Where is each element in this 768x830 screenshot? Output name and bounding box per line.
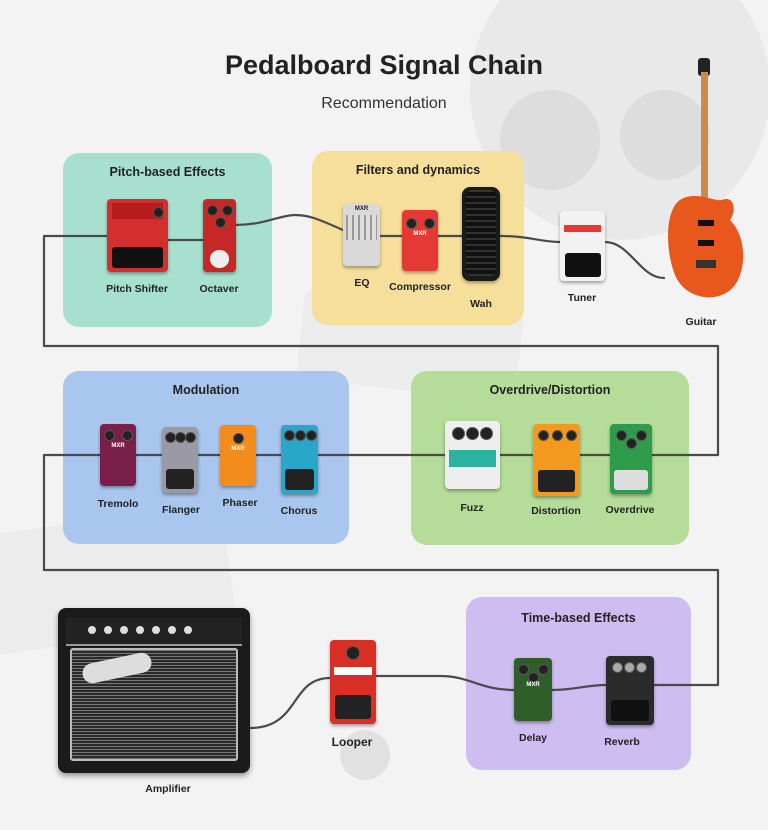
- octaver-pedal: [203, 199, 236, 272]
- compressor-pedal: MXR: [402, 210, 438, 271]
- distortion-label: Distortion: [531, 505, 581, 517]
- amplifier-image: [58, 608, 250, 773]
- flanger-pedal: [162, 427, 198, 493]
- octaver-label: Octaver: [199, 283, 239, 295]
- chorus-label: Chorus: [280, 505, 318, 517]
- tuner-pedal: [560, 211, 605, 281]
- pitch-shifter-pedal: [107, 199, 168, 272]
- fuzz-pedal: [445, 421, 500, 489]
- overdrive-pedal: [610, 424, 652, 494]
- reverb-label: Reverb: [604, 736, 640, 748]
- cable-guitar-tuner: [603, 240, 666, 280]
- tuner-label: Tuner: [567, 292, 597, 304]
- page-subtitle: Recommendation: [321, 95, 447, 112]
- looper-pedal: [330, 640, 376, 724]
- flanger-label: Flanger: [162, 504, 200, 516]
- tremolo-pedal: MXR: [100, 424, 136, 486]
- phaser-label: Phaser: [222, 497, 258, 509]
- reverb-pedal: [606, 656, 654, 725]
- cable-pitch-loop: [42, 234, 720, 457]
- group-pitch-title: Pitch-based Effects: [109, 165, 226, 179]
- phaser-pedal: MXR: [220, 425, 256, 486]
- page-title: Pedalboard Signal Chain: [224, 50, 544, 80]
- cable-tremolo-loop: [42, 453, 720, 687]
- delay-pedal: MXR: [514, 658, 552, 721]
- amplifier-label: Amplifier: [145, 783, 191, 795]
- wah-label: Wah: [470, 298, 492, 310]
- cable-tuner-wah: [498, 234, 562, 244]
- compressor-label: Compressor: [389, 281, 451, 293]
- overdrive-label: Overdrive: [605, 504, 655, 516]
- group-time-title: Time-based Effects: [521, 611, 636, 625]
- cable-eq-octaver: [233, 213, 345, 232]
- looper-label: Looper: [331, 735, 373, 749]
- group-filters-title: Filters and dynamics: [355, 163, 481, 177]
- wah-pedal: [462, 187, 500, 281]
- cable-reverb-delay: [550, 683, 608, 692]
- cable-delay-looper: [374, 674, 516, 692]
- guitar-image: [668, 58, 744, 298]
- group-modulation-title: Modulation: [172, 383, 240, 397]
- pitch-shifter-label: Pitch Shifter: [106, 283, 168, 295]
- delay-label: Delay: [518, 732, 548, 744]
- eq-label: EQ: [354, 277, 370, 289]
- group-overdrive-title: Overdrive/Distortion: [489, 383, 611, 397]
- chorus-pedal: [281, 425, 318, 494]
- distortion-pedal: [533, 424, 580, 496]
- cable-looper-amp: [248, 676, 332, 730]
- eq-pedal: MXR: [343, 204, 380, 266]
- tremolo-label: Tremolo: [97, 498, 139, 510]
- guitar-label: Guitar: [685, 316, 717, 328]
- fuzz-label: Fuzz: [460, 502, 484, 514]
